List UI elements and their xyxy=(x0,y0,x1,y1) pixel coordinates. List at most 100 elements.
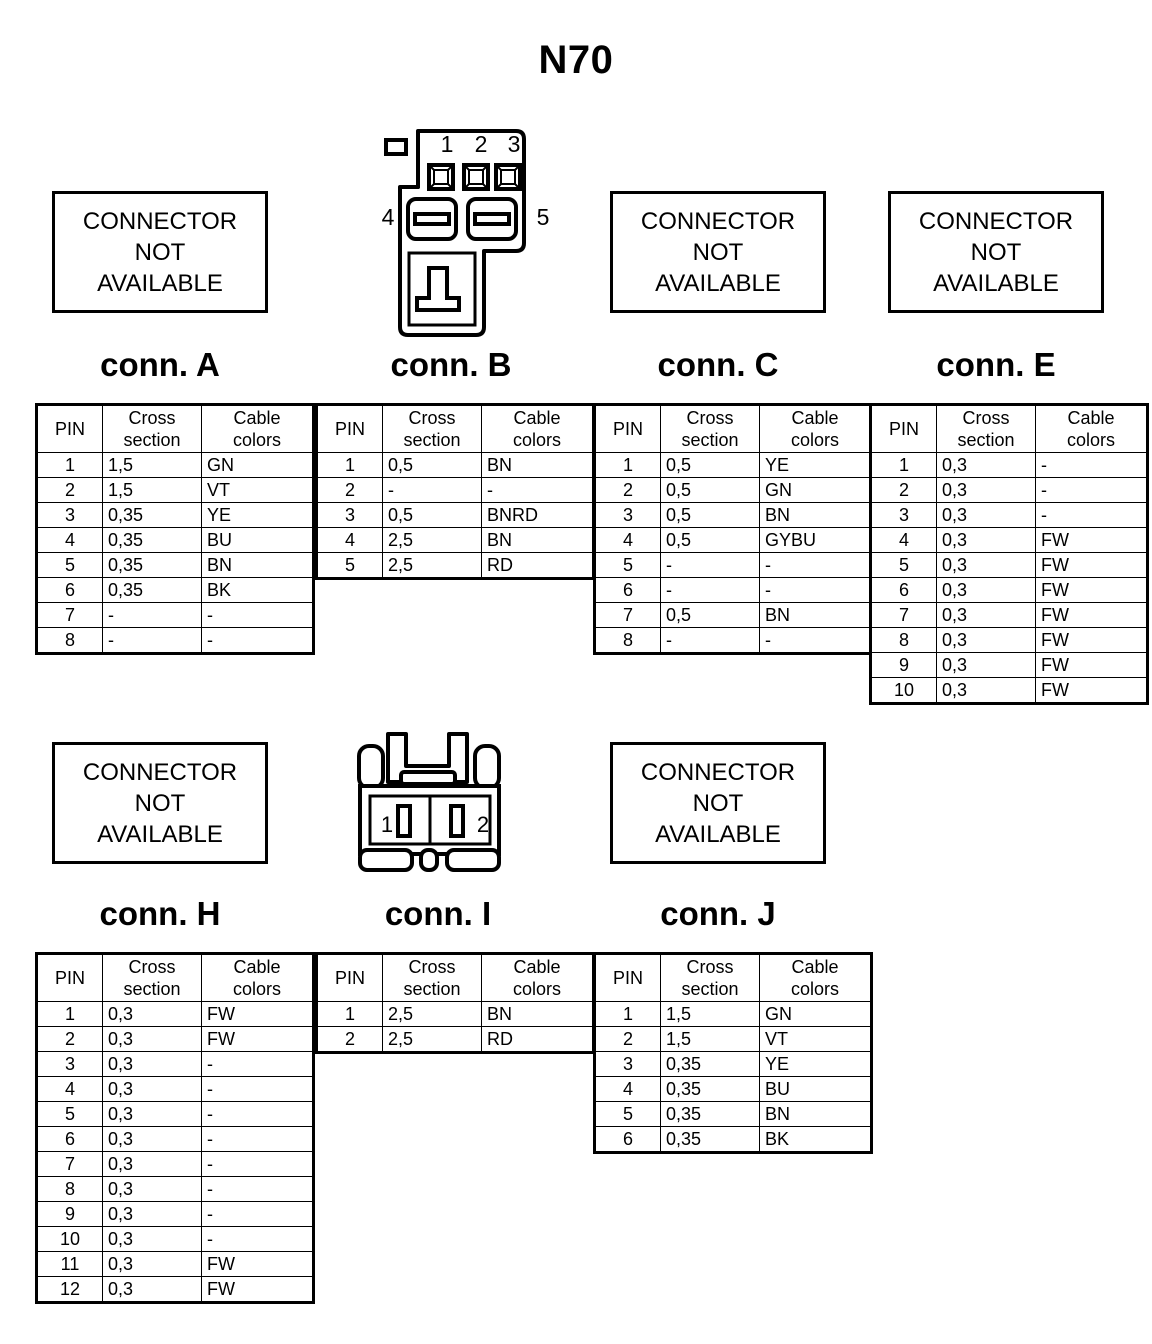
page-title: N70 xyxy=(538,38,614,82)
cell-cable-colors: BN xyxy=(481,527,594,553)
cell-cross-section: 0,3 xyxy=(936,477,1036,503)
header-cable: Cable xyxy=(1067,408,1115,428)
cell-cable-colors: BN xyxy=(481,1001,594,1027)
cell-cross-section: 0,3 xyxy=(102,1201,202,1227)
cell-cable-colors: FW xyxy=(1035,552,1148,578)
cell-cable-colors: - xyxy=(1035,452,1148,478)
cell-cable-colors: GN xyxy=(201,452,314,478)
cna-line-1: CONNECTOR xyxy=(918,207,1074,235)
table-row: 5-- xyxy=(594,552,872,578)
cna-line-1: CONNECTOR xyxy=(82,207,238,235)
cell-pin: 8 xyxy=(36,1176,103,1202)
connector-a-graphic-not-available: CONNECTOR NOT AVAILABLE xyxy=(52,191,268,313)
header-cross: Cross xyxy=(408,957,456,977)
header-cross-section: Cross section xyxy=(936,404,1036,453)
cell-pin: 5 xyxy=(594,1101,661,1127)
cell-cable-colors: GN xyxy=(759,477,872,503)
cell-cable-colors: - xyxy=(201,1176,314,1202)
cell-pin: 4 xyxy=(36,527,103,553)
cna-line-3: AVAILABLE xyxy=(97,269,223,297)
cell-cross-section: 0,35 xyxy=(102,577,202,603)
cna-line-1: CONNECTOR xyxy=(82,758,238,786)
cell-cable-colors: FW xyxy=(1035,652,1148,678)
header-colors: colors xyxy=(790,430,839,450)
cell-cross-section: 0,3 xyxy=(936,577,1036,603)
header-colors: colors xyxy=(1066,430,1115,450)
connector-c-label: conn. C xyxy=(657,346,779,383)
cell-cable-colors: FW xyxy=(201,1251,314,1277)
cell-pin: 6 xyxy=(594,1126,661,1153)
cna-line-3: AVAILABLE xyxy=(655,269,781,297)
header-colors: colors xyxy=(232,430,281,450)
header-cross: Cross xyxy=(686,957,734,977)
cell-cross-section: 0,3 xyxy=(102,1101,202,1127)
cell-cable-colors: - xyxy=(201,1151,314,1177)
cna-line-2: NOT xyxy=(970,238,1022,266)
header-cable: Cable xyxy=(791,957,839,977)
cell-cable-colors: - xyxy=(201,1126,314,1152)
cell-pin: 1 xyxy=(594,452,661,478)
cell-cable-colors: - xyxy=(201,1076,314,1102)
cell-cable-colors: FW xyxy=(201,1276,314,1303)
cell-cross-section: 1,5 xyxy=(660,1026,760,1052)
cell-pin: 9 xyxy=(870,652,937,678)
connector-i-pin-callout-2: 2 xyxy=(476,812,490,837)
cna-line-3: AVAILABLE xyxy=(655,820,781,848)
header-cross-section: Cross section xyxy=(660,404,760,453)
header-cable-colors: Cable colors xyxy=(759,953,872,1002)
connector-b-graphic xyxy=(378,122,568,340)
header-cable-colors: Cable colors xyxy=(759,404,872,453)
table-header-row: PIN Cross section Cable colors xyxy=(36,404,314,453)
connector-c-graphic-not-available: CONNECTOR NOT AVAILABLE xyxy=(610,191,826,313)
cell-cross-section: - xyxy=(660,552,760,578)
cell-cross-section: 0,35 xyxy=(660,1051,760,1077)
cell-cross-section: 0,3 xyxy=(102,1276,202,1303)
cell-cross-section: 0,3 xyxy=(936,552,1036,578)
cell-cable-colors: YE xyxy=(201,502,314,528)
cell-cable-colors: BNRD xyxy=(481,502,594,528)
header-cross-section: Cross section xyxy=(660,953,760,1002)
cna-line-2: NOT xyxy=(134,789,186,817)
cell-cable-colors: BK xyxy=(759,1126,872,1153)
header-colors: colors xyxy=(790,979,839,999)
cell-cable-colors: BN xyxy=(201,552,314,578)
cell-pin: 4 xyxy=(36,1076,103,1102)
header-cable-colors: Cable colors xyxy=(1035,404,1148,453)
header-cross: Cross xyxy=(128,957,176,977)
header-cross-section: Cross section xyxy=(382,953,482,1002)
cell-cable-colors: BN xyxy=(759,602,872,628)
cell-pin: 7 xyxy=(36,1151,103,1177)
cell-pin: 3 xyxy=(870,502,937,528)
header-cable-colors: Cable colors xyxy=(201,953,314,1002)
cell-cable-colors: YE xyxy=(759,1051,872,1077)
cell-cross-section: 0,35 xyxy=(102,502,202,528)
connector-b-pin-callout-1: 1 xyxy=(440,131,454,157)
cell-cross-section: 1,5 xyxy=(102,477,202,503)
cell-pin: 5 xyxy=(316,552,383,579)
cell-pin: 8 xyxy=(594,627,661,654)
cell-cross-section: 0,5 xyxy=(382,452,482,478)
cna-line-2: NOT xyxy=(134,238,186,266)
header-section: section xyxy=(681,430,739,450)
cell-cable-colors: BN xyxy=(481,452,594,478)
cna-line-2: NOT xyxy=(692,789,744,817)
cell-cable-colors: - xyxy=(759,552,872,578)
table-header-row: PIN Cross section Cable colors xyxy=(594,404,872,453)
